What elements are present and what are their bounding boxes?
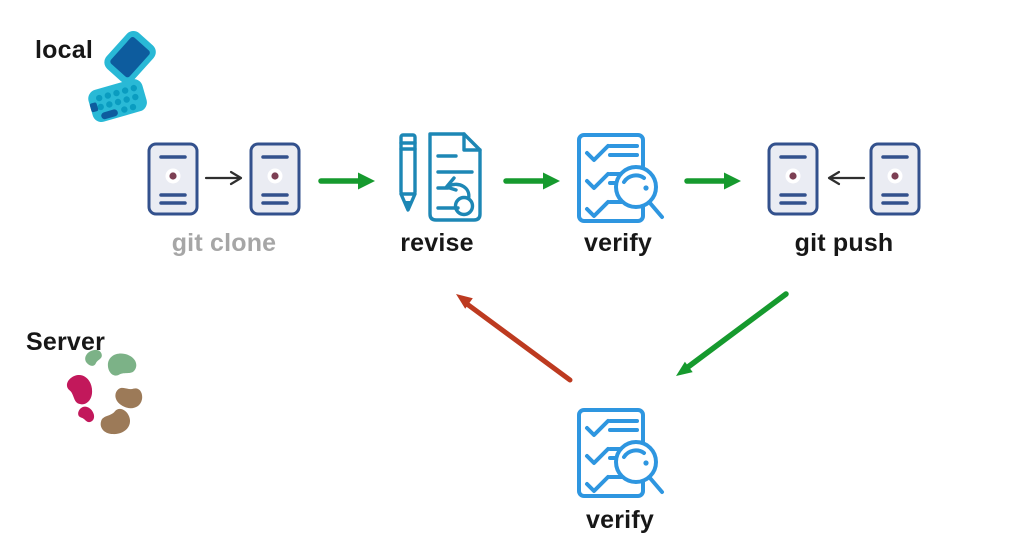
verify-icon — [577, 133, 664, 223]
verify-icon-server — [577, 408, 664, 498]
verify-top-label: verify — [584, 229, 652, 257]
git-push-label: git push — [794, 229, 894, 257]
push-direction-arrow-icon — [827, 170, 866, 186]
verify-bottom-label: verify — [586, 506, 654, 534]
repo-icon-push-source — [869, 142, 921, 216]
flow-arrow-icon — [318, 171, 376, 191]
flow-arrow-icon — [684, 171, 742, 191]
repo-icon-push-target — [767, 142, 819, 216]
local-label: local — [35, 36, 93, 64]
revise-icon — [399, 132, 482, 222]
git-clone-label: git clone — [171, 229, 277, 257]
flow-arrow-icon — [503, 171, 561, 191]
repo-icon-local-copy — [249, 142, 301, 216]
retry-feedback-arrow-icon — [456, 294, 573, 383]
laptop-icon — [88, 31, 156, 123]
server-icon — [65, 347, 146, 436]
push-to-server-arrow-icon — [676, 291, 789, 376]
revise-label: revise — [400, 229, 474, 257]
clone-direction-arrow-icon — [204, 170, 243, 186]
repo-icon-remote-source — [147, 142, 199, 216]
